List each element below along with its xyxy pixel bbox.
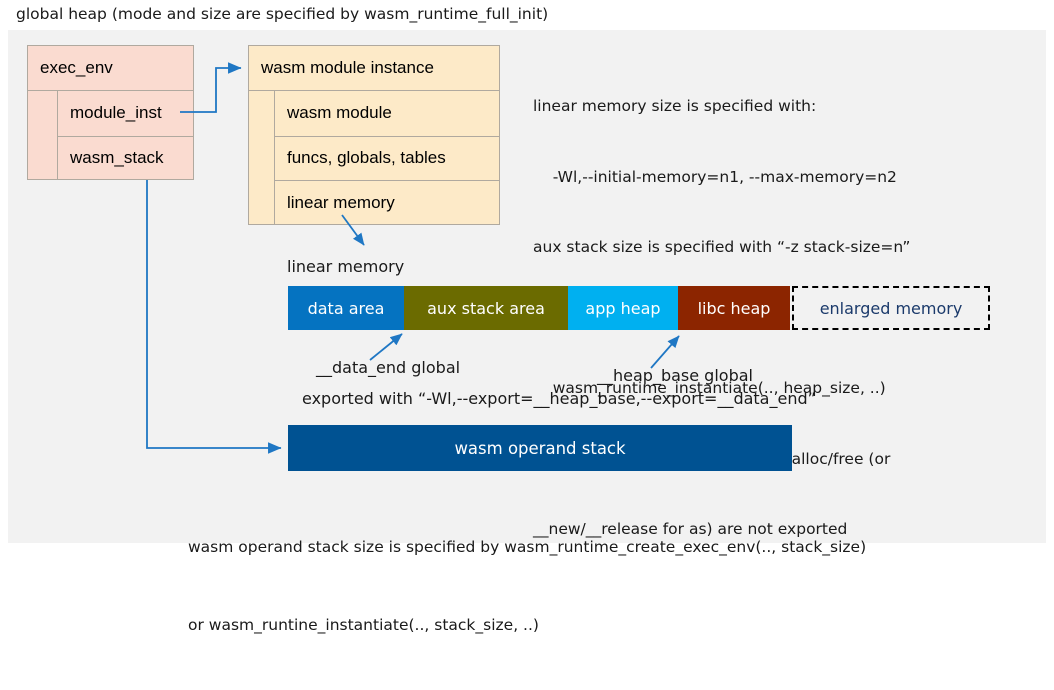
wasm-operand-stack-bar: wasm operand stack bbox=[288, 425, 792, 471]
note-line: linear memory size is specified with: bbox=[533, 97, 817, 115]
exec-env-rows: module_inst wasm_stack bbox=[58, 91, 193, 180]
note-line: aux stack size is specified with “-z sta… bbox=[533, 238, 911, 256]
note-line: __new/__release for as) are not exported bbox=[533, 520, 848, 538]
diagram-canvas: global heap (mode and size are specified… bbox=[8, 5, 1046, 634]
wmi-field-funcs-globals-tables: funcs, globals, tables bbox=[275, 135, 499, 181]
exec-env-gutter bbox=[28, 91, 58, 180]
memory-segment-enlarged-memory: enlarged memory bbox=[792, 286, 990, 330]
annotation-exported-with: exported with “-Wl,--export=__heap_base,… bbox=[302, 389, 816, 408]
note-line: wasm_runtime_instantiate(.., heap_size, … bbox=[533, 379, 886, 397]
memory-segment-app-heap: app heap bbox=[568, 286, 678, 330]
page-title: global heap (mode and size are specified… bbox=[16, 5, 549, 23]
operand-stack-notes: wasm operand stack size is specified by … bbox=[188, 482, 866, 690]
exec-env-body: module_inst wasm_stack bbox=[28, 91, 193, 180]
annotation-heap-base-global: __heap_base global bbox=[597, 366, 753, 385]
annotation-data-end-global: __data_end global bbox=[316, 358, 461, 377]
note-line: or wasm_runtine_instantiate(.., stack_si… bbox=[188, 616, 539, 634]
wmi-field-wasm-module: wasm module bbox=[287, 103, 392, 123]
linear-memory-bar: data area aux stack area app heap libc h… bbox=[288, 286, 990, 330]
exec-env-header: exec_env bbox=[28, 46, 193, 91]
wasm-module-instance-gutter bbox=[249, 91, 275, 225]
note-line: -Wl,--initial-memory=n1, --max-memory=n2 bbox=[533, 167, 897, 186]
linear-memory-label: linear memory bbox=[287, 257, 405, 276]
memory-segment-data-area: data area bbox=[288, 286, 404, 330]
memory-segment-aux-stack-area: aux stack area bbox=[404, 286, 568, 330]
wasm-module-instance-box: wasm module instance wasm module funcs, … bbox=[248, 45, 500, 225]
exec-env-field-wasm-stack: wasm_stack bbox=[58, 135, 193, 181]
wmi-field-linear-memory: linear memory bbox=[275, 180, 499, 225]
memory-segment-libc-heap: libc heap bbox=[678, 286, 790, 330]
wasm-module-instance-rows: wasm module funcs, globals, tables linea… bbox=[275, 91, 499, 225]
note-line: wasm operand stack size is specified by … bbox=[188, 538, 867, 556]
exec-env-field-module-inst: module_inst bbox=[70, 103, 162, 123]
exec-env-box: exec_env module_inst wasm_stack bbox=[27, 45, 194, 180]
wasm-module-instance-body: wasm module funcs, globals, tables linea… bbox=[249, 91, 499, 225]
wasm-module-instance-header: wasm module instance bbox=[249, 46, 499, 91]
